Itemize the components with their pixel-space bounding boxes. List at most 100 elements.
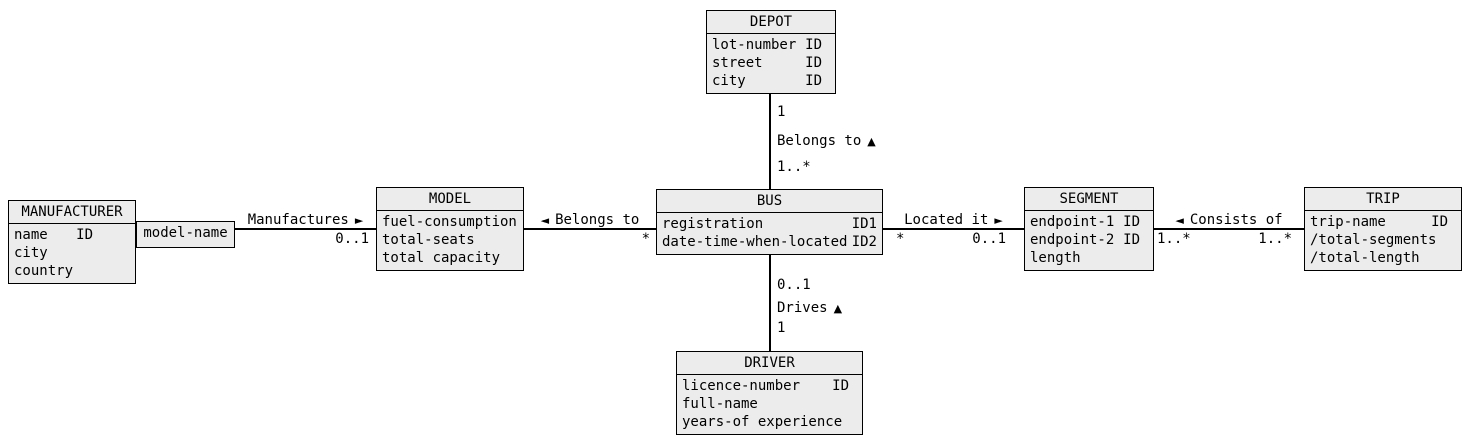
entity-model-title: MODEL [377, 188, 523, 211]
attribute-name: licence-number [682, 378, 801, 394]
attribute-name: registration [662, 216, 764, 232]
attribute-id-marker: ID [1431, 214, 1448, 230]
attribute-name: city [14, 245, 48, 261]
cardinality-located-it-bus: * [896, 231, 905, 247]
entity-depot-title: DEPOT [707, 11, 835, 34]
entity-bus-attributes: registration ID1 date-time-when-located … [657, 213, 882, 254]
entity-segment-title: SEGMENT [1025, 188, 1153, 211]
attribute-id-marker: ID [805, 37, 822, 53]
attribute-id-marker: ID2 [851, 234, 877, 250]
attribute-name: endpoint-2 [1030, 232, 1115, 248]
attribute-row: street ID [707, 54, 835, 72]
relationship-name: Consists of [1189, 212, 1283, 228]
attribute-id-marker: ID [832, 378, 849, 394]
attribute-row: licence-number ID [677, 377, 862, 395]
entity-depot: DEPOT lot-number ID street ID city ID [706, 10, 836, 94]
attribute-name: city [712, 73, 746, 89]
attribute-row: city ID [707, 72, 835, 90]
cardinality-consists-of: 1..* 1..* [1157, 230, 1292, 248]
cardinality-located-it-segment: 0..1 [972, 231, 1006, 247]
relationship-name: Belongs to [777, 133, 862, 149]
attribute-name: country [14, 263, 74, 279]
entity-segment: SEGMENT endpoint-1 ID endpoint-2 ID leng… [1024, 187, 1154, 271]
entity-trip-attributes: trip-name ID /total-segments /total-leng… [1305, 211, 1461, 270]
attribute-name: date-time-when-located [662, 234, 848, 250]
relationship-name: Manufactures [247, 212, 349, 228]
attribute-row: /total-length [1305, 249, 1461, 267]
attribute-box-model-name: model-name [136, 221, 235, 248]
cardinality-belongs-to-depot: 1 [777, 104, 786, 120]
attribute-name: name [14, 227, 48, 243]
relationship-label-manufactures: Manufactures ► [235, 211, 376, 230]
cardinality-manufactures-model: 0..1 [335, 231, 369, 247]
attribute-row: total capacity [377, 249, 523, 267]
attribute-id-marker: ID [76, 227, 93, 243]
attribute-row: endpoint-1 ID [1025, 213, 1153, 231]
attribute-row: lot-number ID [707, 36, 835, 54]
attribute-name: trip-name [1310, 214, 1386, 230]
cardinality-consists-of-segment: 1..* [1157, 231, 1191, 247]
attribute-name: total capacity [382, 250, 501, 266]
arrow-up-icon: ▲ [833, 302, 843, 315]
entity-depot-attributes: lot-number ID street ID city ID [707, 34, 835, 93]
arrow-left-icon: ◄ [540, 214, 550, 227]
attribute-name: length [1030, 250, 1081, 266]
entity-manufacturer-title: MANUFACTURER [9, 201, 135, 224]
cardinality-drives-bus: 0..1 [777, 277, 811, 293]
entity-bus: BUS registration ID1 date-time-when-loca… [656, 189, 883, 255]
arrow-right-icon: ► [994, 214, 1003, 227]
attribute-name: endpoint-1 [1030, 214, 1115, 230]
entity-trip: TRIP trip-name ID /total-segments /total… [1304, 187, 1462, 271]
attribute-name: years-of experience [682, 414, 843, 430]
cardinality-located-it: * 0..1 [896, 230, 1006, 248]
entity-segment-attributes: endpoint-1 ID endpoint-2 ID length [1025, 211, 1153, 270]
entity-manufacturer: MANUFACTURER name ID city country [8, 200, 136, 284]
attribute-name: total-seats [382, 232, 475, 248]
cardinality-belongs-to-depot-bus: 1..* [777, 159, 811, 175]
attribute-row: full-name [677, 395, 862, 413]
attribute-row: fuel-consumption [377, 213, 523, 231]
entity-driver: DRIVER licence-number ID full-name years… [676, 351, 863, 435]
relationship-name: Located it [904, 212, 989, 228]
attribute-row: name ID [9, 226, 135, 244]
entity-model-attributes: fuel-consumption total-seats total capac… [377, 211, 523, 270]
entity-manufacturer-attributes: name ID city country [9, 224, 135, 283]
attribute-name: full-name [682, 396, 758, 412]
relationship-label-belongs-to-depot: Belongs to ▲ [777, 132, 876, 151]
attribute-id-marker: ID [1123, 232, 1140, 248]
arrow-up-icon: ▲ [867, 135, 876, 148]
attribute-row: trip-name ID [1305, 213, 1461, 231]
attribute-row: date-time-when-located ID2 [657, 233, 882, 251]
attribute-row: endpoint-2 ID [1025, 231, 1153, 249]
relationship-name: Belongs to [555, 212, 640, 228]
cardinality-belongs-to-bus: * [641, 231, 650, 247]
entity-driver-title: DRIVER [677, 352, 862, 375]
relationship-label-belongs-to-model: ◄ Belongs to [524, 211, 656, 230]
attribute-id-marker: ID [805, 73, 822, 89]
cardinality-drives-driver: 1 [777, 320, 786, 336]
entity-driver-attributes: licence-number ID full-name years-of exp… [677, 375, 862, 434]
attribute-name: fuel-consumption [382, 214, 517, 230]
relationship-label-drives: Drives ▲ [777, 299, 842, 318]
attribute-name: street [712, 55, 763, 71]
cardinality-consists-of-trip: 1..* [1258, 231, 1292, 247]
entity-trip-title: TRIP [1305, 188, 1461, 211]
arrow-left-icon: ◄ [1175, 214, 1184, 227]
attribute-row: /total-segments [1305, 231, 1461, 249]
attribute-row: country [9, 262, 135, 280]
attribute-id-marker: ID [805, 55, 822, 71]
attribute-row: total-seats [377, 231, 523, 249]
attribute-row: length [1025, 249, 1153, 267]
relationship-label-located-it: Located it ► [883, 211, 1024, 230]
attribute-row: registration ID1 [657, 215, 882, 233]
attribute-name: /total-segments [1310, 232, 1437, 248]
attribute-row: city [9, 244, 135, 262]
attribute-name: /total-length [1310, 250, 1420, 266]
entity-bus-title: BUS [657, 190, 882, 213]
attribute-id-marker: ID1 [851, 216, 877, 232]
relationship-name: Drives [777, 300, 828, 316]
attribute-row: years-of experience [677, 413, 862, 431]
arrow-right-icon: ► [354, 214, 364, 227]
attribute-id-marker: ID [1123, 214, 1140, 230]
